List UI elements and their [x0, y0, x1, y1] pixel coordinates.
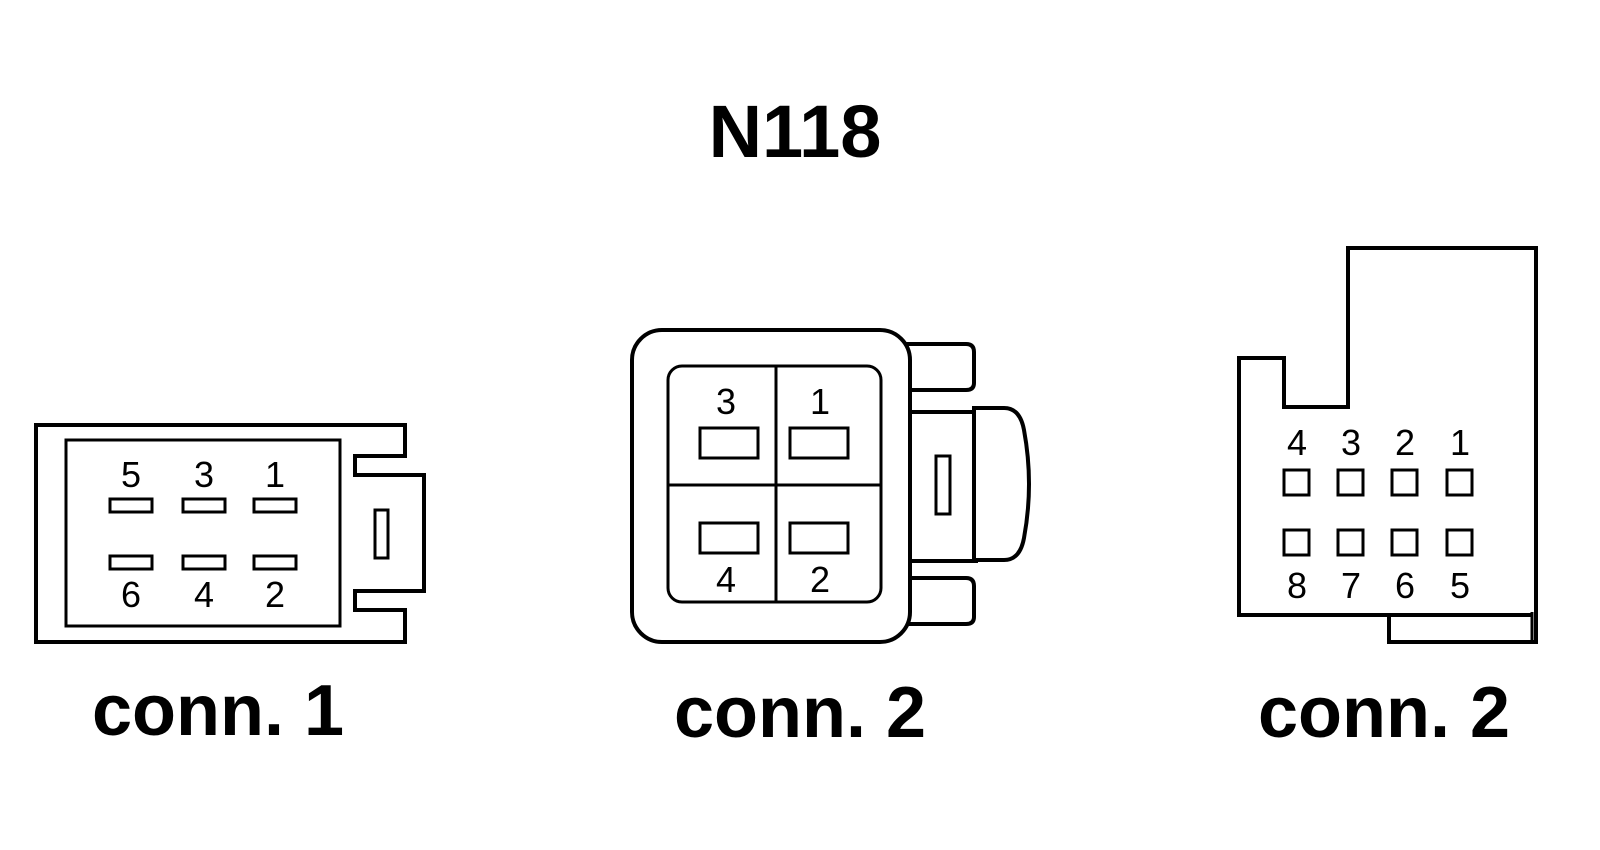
connector-2-pin-4: [698, 521, 760, 555]
connector-2-latch-slot: [934, 454, 952, 516]
connector-3-housing: [1237, 246, 1538, 644]
connector-3-label-bottom-3: 5: [1450, 565, 1470, 606]
connector-2-name: conn. 2: [674, 673, 926, 753]
connector-3-label-bottom-0: 8: [1287, 565, 1307, 606]
connector-1-pin-2: [252, 554, 298, 571]
connector-1-pin-6: [108, 554, 154, 571]
connector-3: 4 3 2 1 8 7 6 5 conn. 2: [1237, 246, 1538, 753]
connector-3-label-top-0: 4: [1287, 422, 1307, 463]
connector-3-pin-8: [1282, 528, 1311, 557]
connector-3-pin-1: [1445, 468, 1474, 497]
connector-1-pin-5: [108, 497, 154, 514]
connector-1-pin-3: [181, 497, 227, 514]
connector-3-label-top-3: 1: [1450, 422, 1470, 463]
connector-1-label-top-2: 1: [265, 454, 285, 495]
connector-2-pin-2: [788, 521, 850, 555]
connector-1-label-bottom-1: 4: [194, 574, 214, 615]
connector-1-pin-4: [181, 554, 227, 571]
connector-1-label-bottom-0: 6: [121, 574, 141, 615]
connector-3-label-bottom-2: 6: [1395, 565, 1415, 606]
connector-1-label-bottom-2: 2: [265, 574, 285, 615]
connector-1: 5 3 1 6 4 2 conn. 1: [34, 423, 426, 751]
connector-1-latch: [373, 508, 390, 560]
diagram-title: N118: [709, 90, 882, 173]
connector-3-pin-2: [1390, 468, 1419, 497]
connector-2-pin-1: [788, 426, 850, 460]
connector-3-pin-7: [1336, 528, 1365, 557]
connector-3-pin-6: [1390, 528, 1419, 557]
connector-1-name: conn. 1: [92, 671, 344, 751]
connector-3-label-top-2: 2: [1395, 422, 1415, 463]
connector-3-pin-3: [1336, 468, 1365, 497]
connector-2-latch-bottom: [898, 576, 976, 626]
connector-2-label-bottom-0: 4: [716, 559, 736, 600]
connector-3-label-bottom-1: 7: [1341, 565, 1361, 606]
connector-2-pin-3: [698, 426, 760, 460]
connector-2-label-bottom-1: 2: [810, 559, 830, 600]
connector-2-label-top-1: 1: [810, 381, 830, 422]
connector-2-label-top-0: 3: [716, 381, 736, 422]
connector-1-label-top-0: 5: [121, 454, 141, 495]
connector-2-latch-top: [898, 342, 976, 392]
connector-3-name: conn. 2: [1258, 673, 1510, 753]
connector-3-pin-5: [1445, 528, 1474, 557]
connector-3-label-top-1: 3: [1341, 422, 1361, 463]
connector-2-square: 3 1 4 2 conn. 2: [630, 328, 1031, 753]
connector-3-pin-4: [1282, 468, 1311, 497]
connector-1-face: [64, 438, 342, 628]
connector-1-pin-1: [252, 497, 298, 514]
connector-1-label-top-1: 3: [194, 454, 214, 495]
connector-2-latch-rounded: [972, 406, 1031, 562]
